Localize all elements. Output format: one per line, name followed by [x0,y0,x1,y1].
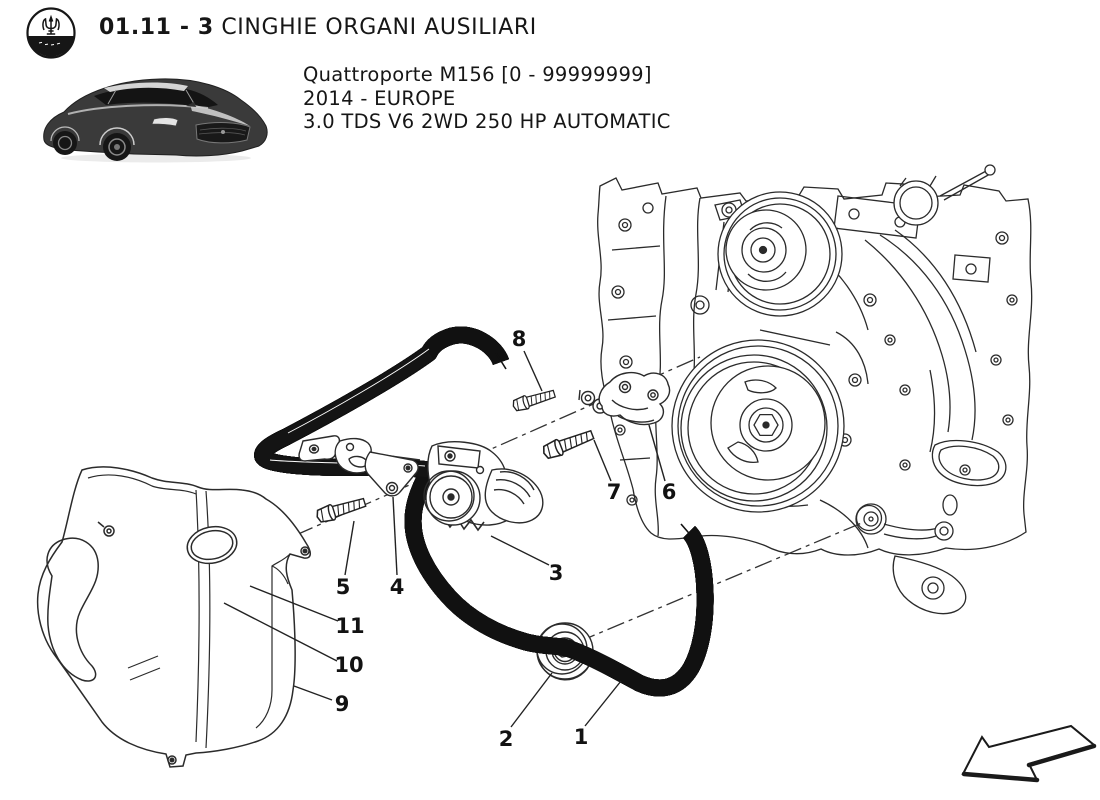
logo-band [27,36,75,57]
callout-number[interactable]: 2 [499,727,514,751]
callout-11[interactable]: 11 [249,585,365,638]
callout-leader-line [490,535,550,566]
section-title: CINGHIE ORGANI AUSILIARI [221,15,537,40]
callout-leader-line [249,585,339,622]
bracket-washer [385,481,399,495]
callout-number[interactable]: 8 [512,327,527,351]
callout-number[interactable]: 7 [607,480,622,504]
callout-number[interactable]: 9 [335,692,350,716]
callout-leader-line [293,685,333,701]
callout-number[interactable]: 11 [335,614,364,638]
page-title: 01.11 - 3 CINGHIE ORGANI AUSILIARI [99,15,537,40]
callout-7[interactable]: 7 [593,439,622,504]
model-info: Quattroporte M156 [0 - 99999999] 2014 - … [303,63,671,134]
callout-8[interactable]: 8 [512,327,543,392]
callout-leader-line [584,680,622,727]
callout-leader-line [648,424,666,482]
direction-arrow-icon [961,724,1097,783]
bolt-8 [510,386,557,414]
model-line-3: 3.0 TDS V6 2WD 250 HP AUTOMATIC [303,110,671,133]
callout-leader-line [223,602,338,662]
callout-number[interactable]: 5 [336,575,351,599]
callout-number[interactable]: 6 [662,480,677,504]
model-line-1: Quattroporte M156 [0 - 99999999] [303,63,652,86]
model-line-2: 2014 - EUROPE [303,86,456,110]
callout-3[interactable]: 3 [490,535,564,585]
callout-number[interactable]: 4 [390,575,405,599]
callout-layer: 1 2 3 4 5 6 7 8 9 10 11 [223,327,677,751]
trident-icon [42,14,60,35]
engine-mount-roller [855,503,954,541]
engine-cover [36,466,311,768]
callout-leader-line [392,496,398,576]
callout-leader-line [523,350,543,392]
callout-number[interactable]: 3 [549,561,564,585]
bolt-5 [314,494,368,526]
tensioner-brackets [298,435,421,497]
tensioner-pulley [423,470,481,526]
maserati-logo [26,7,76,59]
callout-9[interactable]: 9 [293,685,350,716]
callout-leader-line [344,520,355,576]
callout-1[interactable]: 1 [574,680,622,749]
callout-6[interactable]: 6 [648,424,677,504]
assembly-axis-idler [577,521,865,643]
callout-number[interactable]: 1 [574,725,589,749]
callout-2[interactable]: 2 [499,672,553,751]
callout-number[interactable]: 10 [334,653,363,677]
power-steering-pulley [717,191,843,317]
section-code: 01.11 - 3 [99,15,214,40]
support-bracket [578,371,671,426]
callout-leader-line [593,439,612,482]
bolt-7 [540,426,596,462]
crankshaft-pulley [671,339,845,513]
car-rear-wheel [53,131,77,155]
vehicle-photo [43,78,268,163]
belt-tensioner [423,441,544,532]
callout-leader-line [510,672,553,728]
car-headlight [151,117,179,127]
callout-4[interactable]: 4 [390,496,405,599]
callout-10[interactable]: 10 [223,602,364,677]
callout-5[interactable]: 5 [336,520,355,599]
